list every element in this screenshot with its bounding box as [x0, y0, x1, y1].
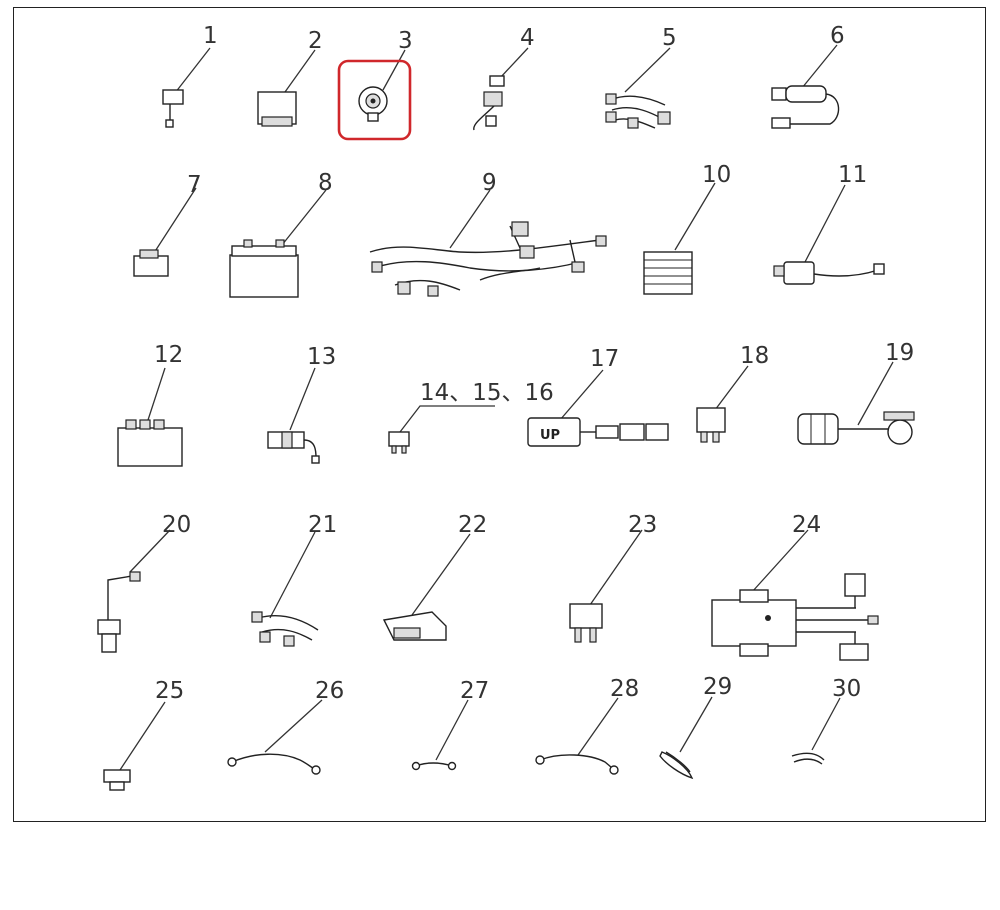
label-22: 22 — [458, 512, 487, 538]
part-6[interactable]: 6 — [771, 23, 845, 129]
part-22[interactable]: 22 — [382, 512, 487, 641]
part-29[interactable]: 29 — [659, 674, 732, 780]
part-27[interactable]: 27 — [411, 678, 490, 771]
label-7: 7 — [187, 172, 202, 198]
part-17-marking: UP — [540, 428, 560, 443]
label-26: 26 — [315, 678, 344, 704]
label-25: 25 — [155, 678, 184, 704]
diagram-frame — [13, 7, 986, 822]
label-3: 3 — [398, 28, 413, 54]
part-18[interactable]: 18 — [696, 343, 769, 443]
label-19: 19 — [885, 340, 914, 366]
label-18: 18 — [740, 343, 769, 369]
part-19[interactable]: 19 — [797, 340, 915, 445]
part-17[interactable]: UP 17 — [527, 346, 669, 447]
part-9[interactable]: 9 — [369, 170, 607, 297]
label-29: 29 — [703, 674, 732, 700]
part-26[interactable]: 26 — [227, 678, 344, 775]
part-4[interactable]: 4 — [473, 25, 535, 131]
label-23: 23 — [628, 512, 657, 538]
label-24: 24 — [792, 512, 821, 538]
part-2[interactable]: 2 — [257, 28, 323, 127]
label-14-15-16: 14、15、16 — [420, 380, 554, 406]
label-2: 2 — [308, 28, 323, 54]
part-24[interactable]: 24 — [711, 512, 879, 661]
part-20[interactable]: 20 — [97, 512, 191, 653]
label-27: 27 — [460, 678, 489, 704]
part-8[interactable]: 8 — [229, 170, 333, 298]
part-13[interactable]: 13 — [267, 344, 336, 464]
part-28[interactable]: 28 — [535, 676, 639, 775]
label-8: 8 — [318, 170, 333, 196]
label-6: 6 — [830, 23, 845, 49]
part-7[interactable]: 7 — [133, 172, 202, 277]
label-4: 4 — [520, 25, 535, 51]
part-21[interactable]: 21 — [251, 512, 337, 647]
label-13: 13 — [307, 344, 336, 370]
part-12[interactable]: 12 — [117, 342, 183, 467]
label-12: 12 — [154, 342, 183, 368]
label-5: 5 — [662, 25, 677, 51]
part-10[interactable]: 10 — [643, 162, 731, 295]
label-30: 30 — [832, 676, 861, 702]
label-9: 9 — [482, 170, 497, 196]
part-3[interactable]: 3 — [337, 28, 413, 141]
part-11[interactable]: 11 — [773, 162, 885, 285]
label-21: 21 — [308, 512, 337, 538]
highlight-box — [337, 59, 412, 141]
part-1[interactable]: 1 — [162, 23, 218, 128]
label-11: 11 — [838, 162, 867, 188]
part-14-15-16[interactable]: 14、15、16 — [388, 380, 554, 454]
part-30[interactable]: 30 — [791, 676, 861, 765]
label-10: 10 — [702, 162, 731, 188]
part-23[interactable]: 23 — [569, 512, 657, 643]
label-17: 17 — [590, 346, 619, 372]
label-1: 1 — [203, 23, 218, 49]
label-28: 28 — [610, 676, 639, 702]
part-5[interactable]: 5 — [605, 25, 677, 129]
part-25[interactable]: 25 — [103, 678, 184, 791]
label-20: 20 — [162, 512, 191, 538]
